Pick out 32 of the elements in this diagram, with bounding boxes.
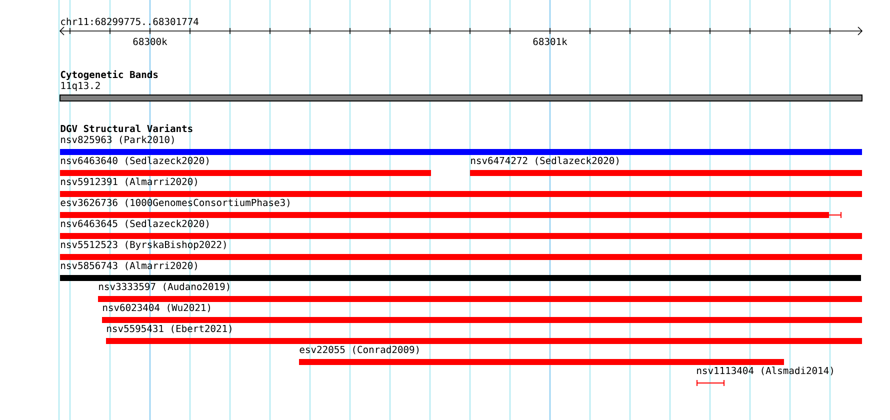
node-label: nsv6474272 (Sedlazeck2020) xyxy=(471,156,618,166)
variant-feature: esv3626736 (1000GenomesConsortiumPhase3) xyxy=(60,198,842,218)
track-heading: DGV Structural Variants xyxy=(60,124,192,132)
node-label: esv3626736 (1000GenomesConsortiumPhase3) xyxy=(60,198,290,208)
node-label: nsv5512523 (ByrskaBishop2022) xyxy=(61,240,226,250)
variant-feature: esv22055 (Conrad2009) xyxy=(299,346,784,365)
variant-feature: nsv5595431 (Ebert2021) xyxy=(106,324,862,344)
variant-feature: nsv6474272 (Sedlazeck2020) xyxy=(470,156,862,176)
node-label: nsv6463645 (Sedlazeck2020) xyxy=(61,220,208,228)
variant-feature: nsv5856743 (Almarri2020) xyxy=(60,262,862,281)
variant-feature: nsv825963 (Park2010) xyxy=(60,136,862,155)
node-label: nsv6023404 (Wu2021) xyxy=(103,304,210,312)
node-label: nsv5856743 (Almarri2020) xyxy=(61,262,197,270)
variant-feature: nsv3333597 (Audano2019) xyxy=(98,282,862,302)
node-label: 11q13.2 xyxy=(61,82,100,92)
variant-feature: nsv6023404 (Wu2021) xyxy=(102,304,862,323)
node-label: nsv5912391 (Almarri2020) xyxy=(61,178,197,186)
tick-label: 68301k xyxy=(533,38,568,46)
ruler-title: chr11:68299775..68301774 xyxy=(61,18,198,26)
variant-feature: nsv1113404 (Alsmadi2014) xyxy=(696,366,833,386)
node-label: nsv3333597 (Audano2019) xyxy=(99,282,230,292)
node-label: nsv6463640 (Sedlazeck2020) xyxy=(61,156,208,166)
tick-label: 68300k xyxy=(133,38,168,46)
node-label: nsv825963 (Park2010) xyxy=(61,136,174,144)
cytoband-bar: 11q13.2 xyxy=(60,82,863,102)
variant-feature: nsv5912391 (Almarri2020) xyxy=(60,178,862,197)
variant-feature: nsv6463645 (Sedlazeck2020) xyxy=(60,220,862,239)
track-heading: Cytogenetic Bands xyxy=(60,70,158,80)
variant-feature: nsv5512523 (ByrskaBishop2022) xyxy=(60,240,862,260)
node-label: esv22055 (Conrad2009) xyxy=(300,346,419,354)
node-label: nsv5595431 (Ebert2021) xyxy=(107,324,232,334)
variant-feature: nsv6463640 (Sedlazeck2020) xyxy=(60,156,431,176)
